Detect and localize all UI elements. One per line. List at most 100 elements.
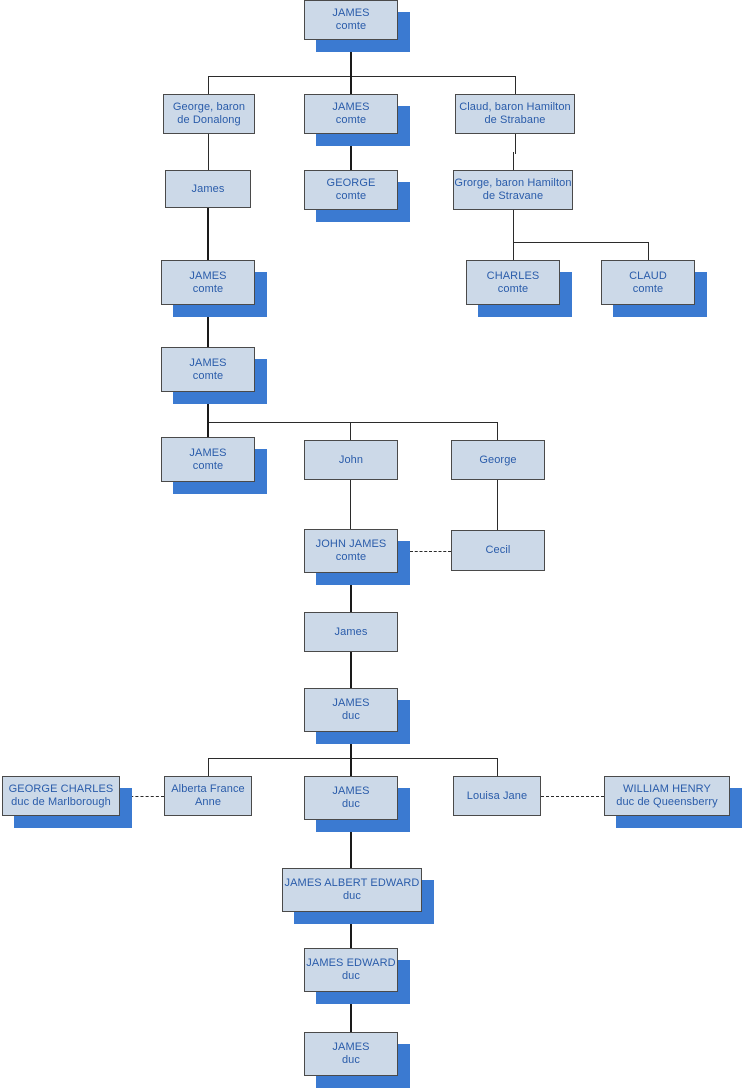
node-title: JAMES EDWARD <box>306 957 396 969</box>
marriage-link-louisa-williamhenry <box>541 796 604 797</box>
connector-n2-n5 <box>208 134 209 170</box>
connector-to-n21 <box>350 758 352 776</box>
node-title: GEORGE <box>326 177 376 189</box>
connector-n3-n6 <box>350 134 352 170</box>
connector-n21-n24 <box>350 820 352 868</box>
tree-node-n14[interactable]: George <box>451 440 545 480</box>
connector-n4-n7 <box>515 134 516 154</box>
tree-node-n16[interactable]: Cecil <box>451 530 545 571</box>
connector-n5-n8 <box>207 208 209 260</box>
connector-bus-charles-claud <box>513 242 649 243</box>
node-subtitle: comte <box>192 369 224 382</box>
connector-n7-down <box>513 210 514 242</box>
connector-n25-n26 <box>350 992 352 1032</box>
node-title: Grorge, baron Hamilton <box>454 177 572 189</box>
node-subtitle: Anne <box>194 796 222 808</box>
node-title: Alberta France <box>171 783 245 795</box>
connector-n15-n17 <box>350 573 352 612</box>
tree-node-n17[interactable]: James <box>304 612 398 652</box>
node-subtitle: duc <box>341 710 361 722</box>
node-title: JAMES <box>332 697 370 709</box>
marriage-link-georgecharles-alberta <box>120 796 164 797</box>
node-subtitle: comte <box>335 190 367 202</box>
node-subtitle: duc <box>342 890 362 902</box>
connector-n24-n25 <box>350 912 352 948</box>
connector-to-claud <box>648 242 649 260</box>
connector-to-n12 <box>207 422 209 437</box>
connector-n1-down <box>350 40 352 76</box>
connector-bus-gen-jjg <box>208 422 498 423</box>
node-title: George, baron <box>172 101 246 113</box>
node-title: James <box>334 625 368 638</box>
node-title: James <box>191 182 225 195</box>
connector-n13-n15 <box>350 480 351 529</box>
connector-n18-down <box>350 732 352 758</box>
node-title: JAMES <box>189 356 227 369</box>
node-title: WILLIAM HENRY <box>623 783 711 795</box>
node-subtitle: duc <box>341 970 361 982</box>
node-subtitle: comte <box>335 551 367 563</box>
connector-n4-n7b <box>513 152 514 170</box>
node-subtitle: de Donalong <box>177 114 241 126</box>
node-title: JAMES <box>189 446 227 459</box>
node-title: GEORGE CHARLES <box>8 783 114 795</box>
node-title: JOHN JAMES <box>315 538 387 550</box>
node-title: CHARLES <box>486 269 540 282</box>
connector-n17-n18 <box>350 652 352 688</box>
connector-to-n20 <box>208 758 209 776</box>
node-title: JAMES <box>332 785 370 797</box>
node-subtitle: de Stravane <box>482 190 544 202</box>
node-title: Cecil <box>485 544 511 556</box>
connector-to-n13 <box>350 422 351 440</box>
connector-bus-gen-bottom <box>208 758 498 759</box>
node-subtitle: duc <box>341 798 361 810</box>
node-subtitle: duc de Queensberry <box>616 796 718 808</box>
node-title: George <box>479 453 517 466</box>
connector-to-n3 <box>350 76 352 94</box>
tree-node-n13[interactable]: John <box>304 440 398 480</box>
connector-to-n4 <box>515 76 516 94</box>
marriage-link-johnjames-cecil <box>410 551 451 552</box>
node-title: Louisa Jane <box>466 789 528 802</box>
node-subtitle: comte <box>192 282 224 295</box>
node-title: John <box>338 453 364 466</box>
node-subtitle: comte <box>335 20 367 32</box>
node-title: JAMES ALBERT EDWARD <box>284 877 420 889</box>
tree-node-n22[interactable]: Louisa Jane <box>453 776 541 816</box>
node-title: JAMES <box>189 269 227 282</box>
node-subtitle: duc <box>341 1054 361 1066</box>
connector-to-n2 <box>208 76 209 94</box>
connector-n11-down <box>207 392 209 422</box>
node-subtitle: comte <box>632 282 664 295</box>
connector-to-n22 <box>497 758 498 776</box>
node-subtitle: de Strabane <box>484 114 546 126</box>
node-title: Claud, baron Hamilton <box>459 101 571 113</box>
node-subtitle: comte <box>335 114 367 126</box>
tree-node-n5[interactable]: James <box>165 170 251 208</box>
connector-to-charles <box>513 242 514 260</box>
node-title: JAMES <box>332 1041 370 1053</box>
connector-to-n14 <box>497 422 498 440</box>
connector-bus-gen2 <box>208 76 516 77</box>
node-title: JAMES <box>332 101 370 113</box>
